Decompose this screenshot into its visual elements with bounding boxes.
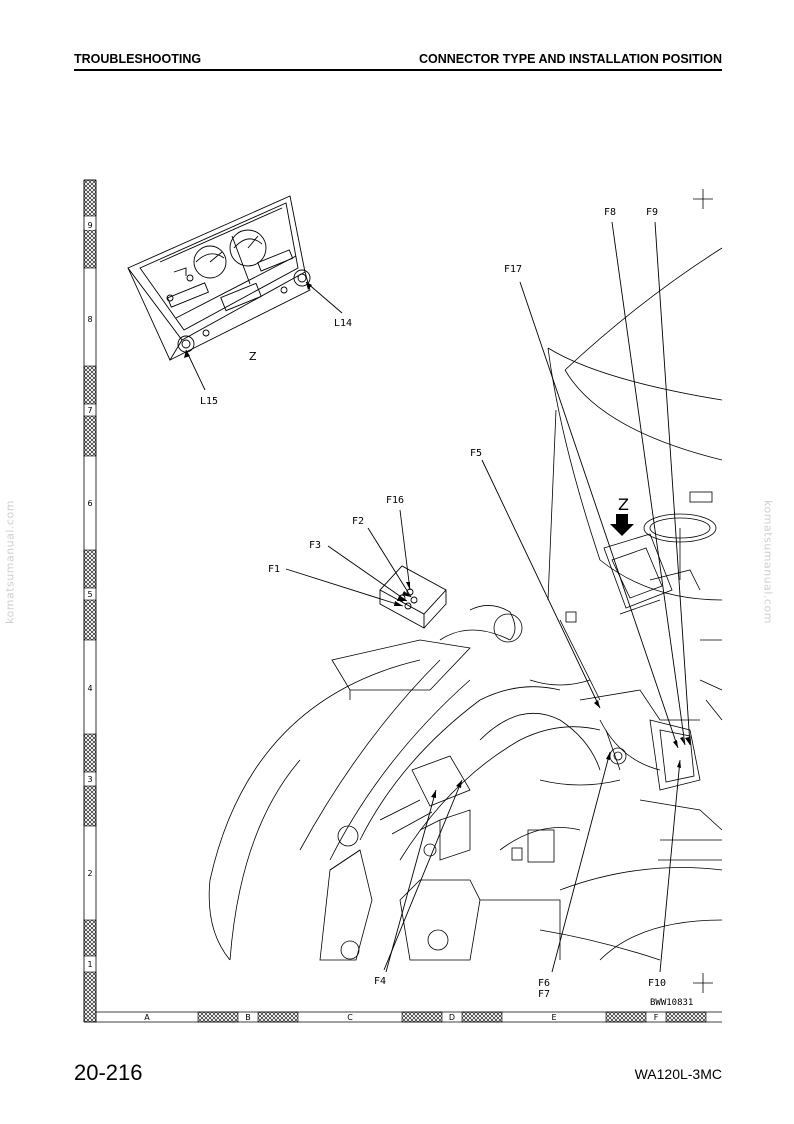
row-label-3: 3 <box>87 775 92 784</box>
label-f5: F5 <box>470 448 482 459</box>
row-label-7: 7 <box>87 406 92 415</box>
label-l14: L14 <box>334 318 352 329</box>
connector-labels: L14 L15 F1 F2 F3 F4 F5 F6 F7 F8 F9 F10 F… <box>200 207 666 1000</box>
row-labels: 9 8 7 6 5 4 3 2 1 <box>85 220 95 969</box>
col-label-a: A <box>144 1013 150 1022</box>
label-f10: F10 <box>648 978 666 989</box>
label-f3: F3 <box>309 540 321 551</box>
column-labels: A B C D E F <box>144 1013 664 1022</box>
col-label-b: B <box>245 1013 251 1022</box>
page-number: 20-216 <box>74 1060 143 1085</box>
row-label-9: 9 <box>87 221 92 230</box>
drawing-code: BWW10831 <box>650 998 693 1008</box>
row-label-1: 1 <box>87 960 92 969</box>
col-label-f: F <box>654 1013 659 1022</box>
view-z-arrow: Z <box>610 495 634 536</box>
label-f6: F6 <box>538 978 550 989</box>
column-strip-hatching <box>197 1011 707 1023</box>
row-strip-hatching <box>83 179 97 1023</box>
col-label-c: C <box>347 1013 353 1022</box>
row-label-5: 5 <box>87 590 92 599</box>
col-label-d: D <box>449 1013 455 1022</box>
model-number: WA120L-3MC <box>634 1066 722 1082</box>
label-f9: F9 <box>646 207 658 218</box>
header-rule <box>74 69 722 71</box>
row-label-6: 6 <box>87 499 92 508</box>
label-f4: F4 <box>374 976 386 987</box>
label-f1: F1 <box>268 564 280 575</box>
label-f2: F2 <box>352 516 364 527</box>
col-label-e: E <box>551 1013 556 1022</box>
label-l15: L15 <box>200 396 218 407</box>
label-f17: F17 <box>504 264 522 275</box>
label-f16: F16 <box>386 495 404 506</box>
row-label-4: 4 <box>87 684 92 693</box>
instrument-panel-view <box>127 195 311 361</box>
label-f7: F7 <box>538 989 550 1000</box>
relay-box <box>379 565 447 629</box>
machine-body <box>208 247 723 961</box>
row-label-8: 8 <box>87 315 92 324</box>
view-z-label: Z <box>249 350 257 363</box>
leader-arrowheads <box>184 282 690 798</box>
view-z-arrow-label: Z <box>618 495 629 514</box>
header-page-title: CONNECTOR TYPE AND INSTALLATION POSITION <box>418 52 722 66</box>
row-label-2: 2 <box>87 869 92 878</box>
leader-lines <box>185 221 691 973</box>
label-f8: F8 <box>604 207 616 218</box>
header-section-title: TROUBLESHOOTING <box>74 52 202 66</box>
registration-marks <box>693 189 713 993</box>
